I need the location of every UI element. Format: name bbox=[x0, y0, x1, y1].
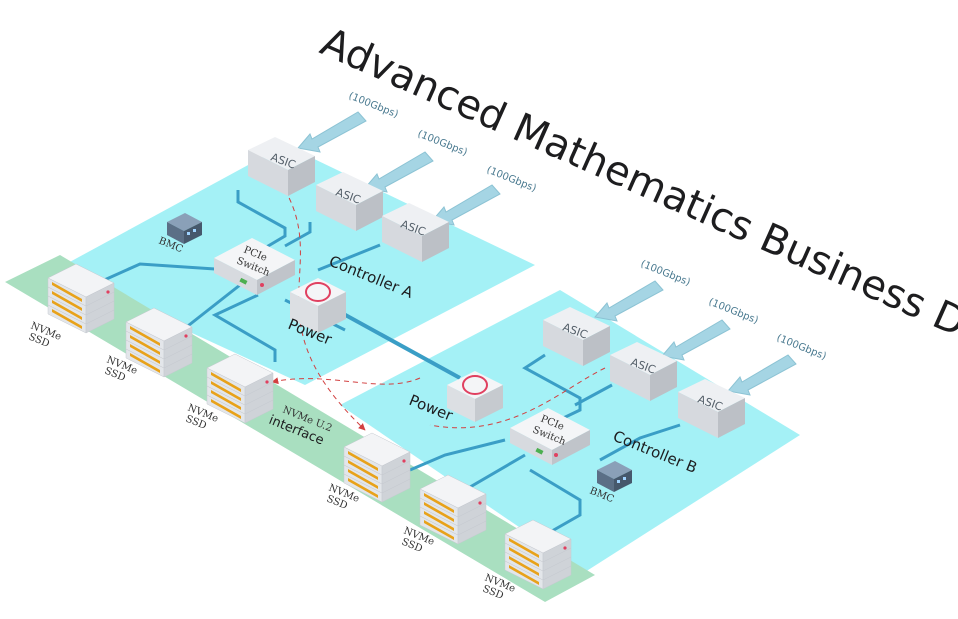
asic-a1: ASIC bbox=[248, 137, 315, 196]
power-link bbox=[339, 310, 461, 380]
pcb-traces-a bbox=[81, 190, 381, 362]
link-b1-label: (100Gbps) bbox=[639, 259, 692, 289]
asic-b3: ASIC bbox=[678, 379, 745, 438]
asic-a3: ASIC bbox=[382, 203, 449, 262]
asic-b1: ASIC bbox=[543, 307, 610, 366]
link-arrows-b bbox=[594, 280, 797, 396]
link-b2-label: (100Gbps) bbox=[707, 297, 760, 327]
ssd-stacks: NVMeSSDNVMeSSDNVMeSSDNVMeSSDNVMeSSDNVMeS… bbox=[27, 263, 572, 602]
asic-b2: ASIC bbox=[610, 342, 677, 401]
asic-a2: ASIC bbox=[316, 172, 383, 231]
pcie-switch-a: PCIe Switch bbox=[214, 238, 295, 295]
pcie-switch-b: PCIe Switch bbox=[510, 408, 590, 465]
link-arrows-a bbox=[297, 111, 501, 226]
